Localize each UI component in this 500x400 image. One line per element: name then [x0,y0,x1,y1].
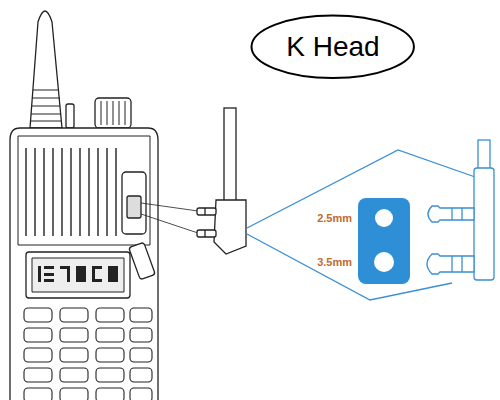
lcd-screen [26,252,130,298]
antenna [30,11,62,128]
size-label: 3.5mm [317,256,352,268]
callout-line [247,150,478,300]
heading-text: K Head [286,31,379,63]
k-plug [197,108,246,254]
ellipse-outline [252,16,414,79]
keypad [24,308,152,400]
title-ellipse: K Head [250,14,415,80]
size-label: 2.5mm [317,212,352,224]
socket-hole [375,209,393,227]
plug-side-view [427,140,494,280]
socket-face [358,198,410,284]
knob [95,98,131,128]
radio-body [10,128,158,400]
socket-hole [374,252,394,272]
